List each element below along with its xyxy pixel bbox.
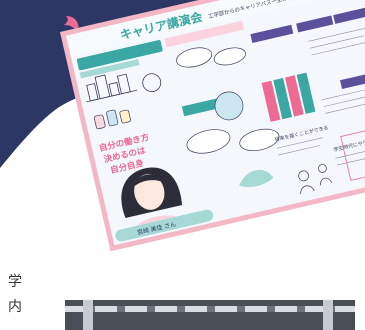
left-column-subheader: [79, 59, 140, 79]
city-skyline-doodle: [86, 73, 138, 103]
teal-label-box: [181, 97, 222, 117]
ceiling-beam: [323, 300, 333, 330]
side-text-1: 学: [8, 274, 22, 290]
center-panels: [261, 72, 316, 122]
middle-header: [164, 20, 245, 48]
globe-doodle: [142, 73, 162, 93]
leaf-doodle: [239, 169, 274, 188]
speaker-caption-box: [115, 209, 214, 242]
right-header-1: [250, 24, 294, 44]
right-header-4: [340, 70, 365, 90]
world-map-doodle: [214, 91, 244, 121]
right-header-2: [296, 15, 334, 33]
right-header-3: [333, 7, 365, 24]
ceiling-lights: [65, 306, 355, 312]
jar-doodles: [93, 109, 131, 130]
speech-bubbles: [176, 47, 280, 154]
graphic-recording-poster: キャリア講演会 工学部からのキャリアパスー生の働き方をするってなんて？ 自分の働…: [60, 0, 365, 252]
side-text-2: 内: [8, 299, 22, 315]
ceiling-beam: [83, 300, 93, 330]
figure-doodles: [298, 164, 333, 195]
hall-photo: [65, 300, 355, 330]
left-column-header: [76, 40, 163, 71]
pink-note-box: [340, 124, 365, 181]
pink-crescent-icon: [64, 16, 79, 32]
title-bar: [65, 0, 365, 58]
